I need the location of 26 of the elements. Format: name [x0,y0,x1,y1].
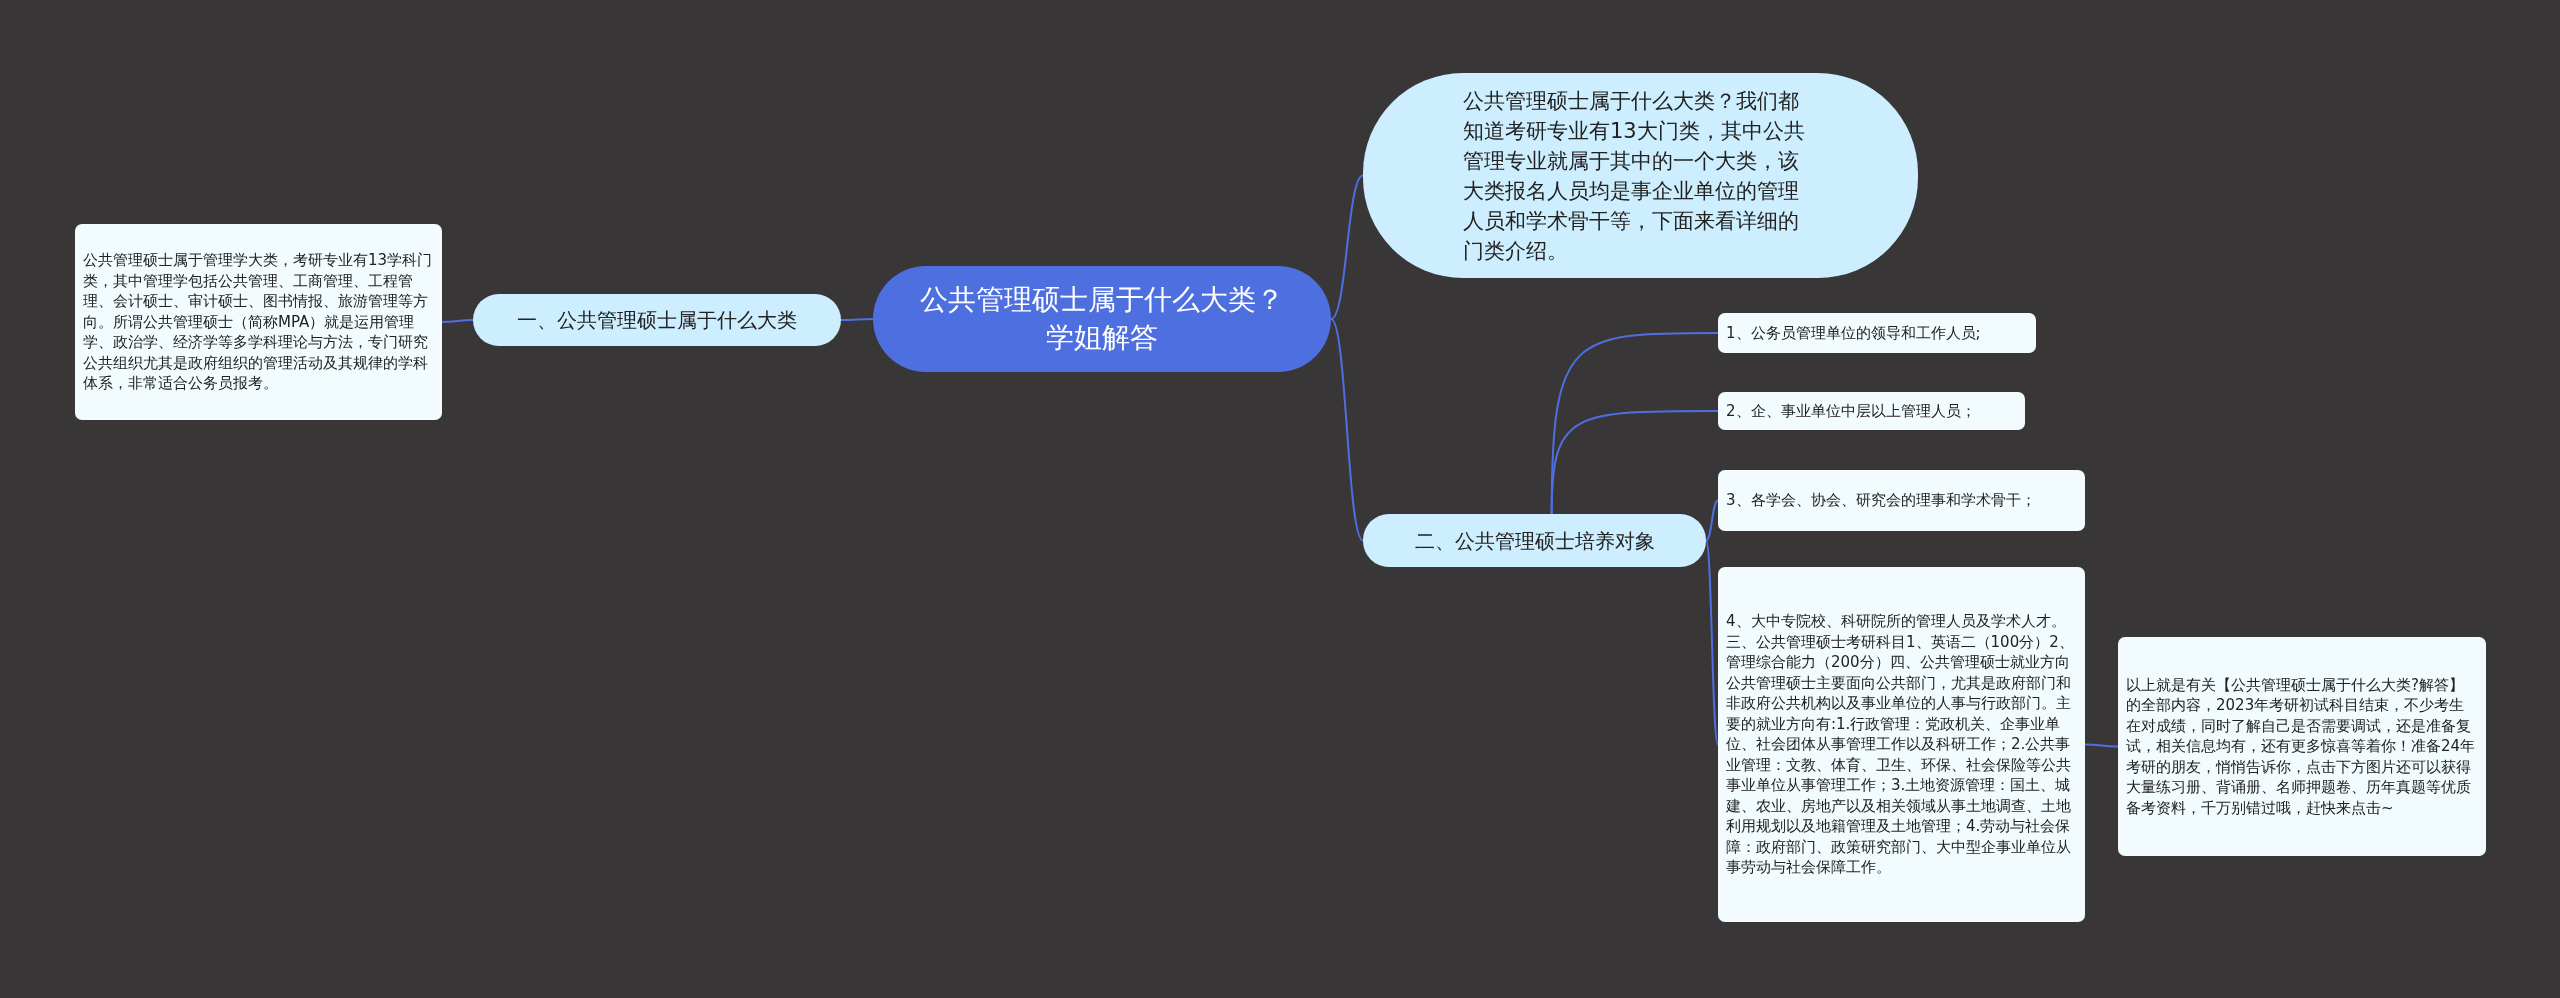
text-box [1718,470,2085,531]
node-text: 公共管理硕士属于什么大类？我们都知道考研专业有13大门类，其中公共管理专业就属于其中的一个大类，该大类报名人员均是事企业单位的管理人员和学术骨干等，下面来看详细的门类介绍。 [1463,87,1806,265]
connector-line [1330,318,1364,542]
text-box [1718,567,2085,922]
node-text: 2、企、事业单位中层以上管理人员； [1726,400,1976,422]
text-box [1718,313,2036,353]
node-text: 一、公共管理硕士属于什么大类 [517,307,797,334]
connector-line [1330,174,1364,320]
text-box [1718,392,2025,430]
text-box [75,224,442,420]
branch-box [473,294,841,346]
connector-line [1705,539,1719,746]
connector-line [441,319,474,323]
node-text: 公共管理硕士属于什么大类？学姐解答 [919,282,1285,356]
connector-line [840,318,874,321]
node-text: 二、公共管理硕士培养对象 [1414,527,1655,555]
node-text: 公共管理硕士属于管理学大类，考研专业有13学科门类，其中管理学包括公共管理、工商管理、工程管理、会计硕士、审计硕士、图书情报、旅游管理等方向。所谓公共管理硕士（简称MPA）就是运用管理学、政治学、经济学等多学科理论与方法，专门研究公共组织尤其是政府组织的管理活动及其规律的学科体系，非常适合公务员报考。 [83,250,434,394]
connector-line [1550,410,1719,515]
connector-line [2084,743,2119,748]
node-text: 3、各学会、协会、研究会的理事和学术骨干； [1726,490,2036,511]
branch-box [1363,514,1706,567]
node-text: 以上就是有关【公共管理硕士属于什么大类?解答】的全部内容，2023年考研初试科目结束，不少考生在对成绩，同时了解自己是否需要调试，还是准备复试，相关信息均有，还有更多惊喜等着你！准备24年考研的朋友，悄悄告诉你，点击下方图片还可以获得大量练习册、背诵册、名师押题卷、历年真题等优质备考资料，千万别错过哦，赶快来点击~ [2126,674,2477,819]
node-text: 1、公务员管理单位的领导和工作人员; [1726,322,1981,344]
node-text: 4、大中专院校、科研院所的管理人员及学术人才。三、公共管理硕士考研科目1、英语二（100分）2、管理综合能力（200分）四、公共管理硕士就业方向公共管理硕士主要面向公共部门，尤其是政府部门和非政府公共机构以及事业单位的人事与行政部门。主要的就业方向有:1.行政管理：党政机关、企事业单位、社会团体从事管理工作以及科研工作；2.公共事业管理：文教、体育、卫生、环保、社会保险等公共事业单位从事管理工作；3.土地资源管理：国土、城建、农业、房地产以及相关领域从事土地调查、土地利用规划以及地籍管理及土地管理；4.劳动与社会保障：政府部门、政策研究部门、大中型企事业单位从事劳动与社会保障工作。 [1726,611,2075,878]
text-box [2118,637,2486,856]
connector-line [1705,499,1719,542]
